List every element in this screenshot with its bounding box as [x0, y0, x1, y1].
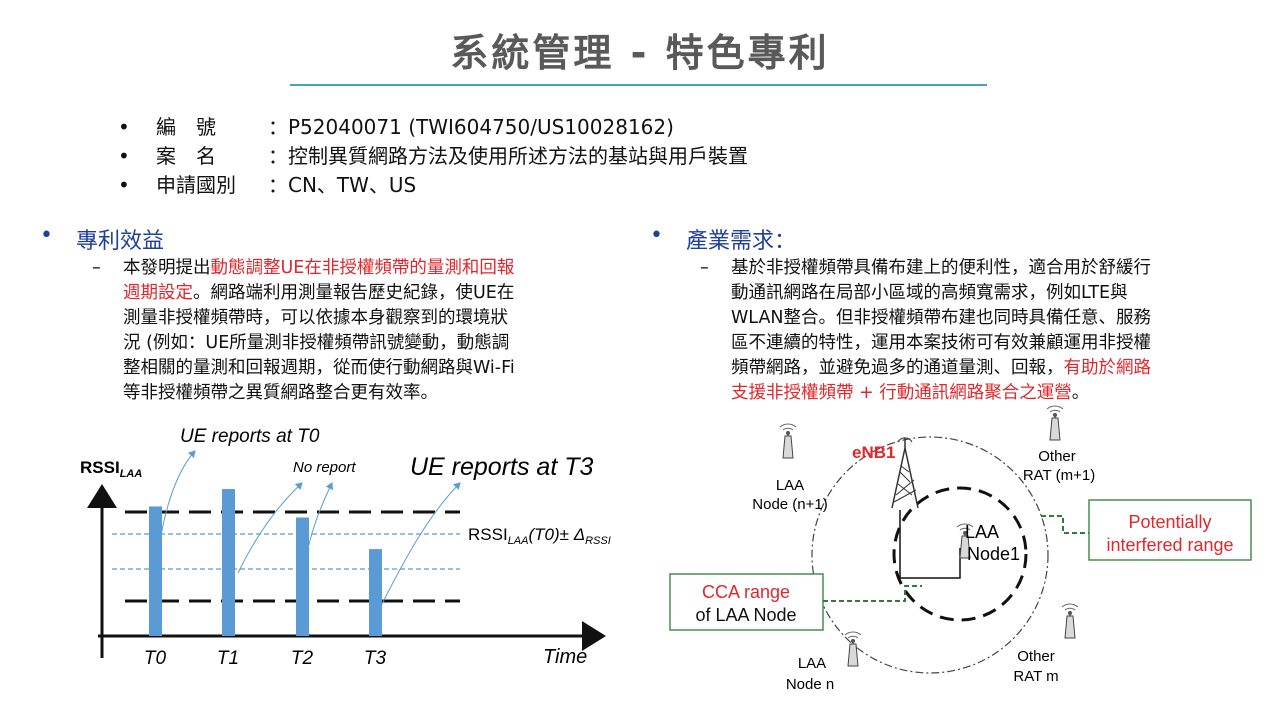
paragraph-line: 基於非授權頻帶具備布建上的便利性，適合用於舒緩行 — [731, 256, 1151, 281]
body-text: 等非授權頻帶之異質網路整合更有效率。 — [123, 383, 438, 403]
other-m-label-2: RAT m — [1013, 668, 1058, 685]
bar-t0 — [149, 506, 162, 636]
bars-group — [149, 489, 382, 636]
pir-connector — [1041, 515, 1089, 534]
body-text: 區不連續的特性，運用本案技術可有效兼顧運用非授權 — [731, 333, 1151, 353]
info-item-name: 案 名 ：控制異質網路方法及使用所述方法的基站與用戶裝置 — [118, 142, 748, 171]
body-text: 。網路端利用測量報告歷史紀錄，使UE在 — [193, 283, 515, 303]
callout-arrow-t1 — [237, 482, 303, 574]
x-tick-labels: T0 T1 T2 T3 — [144, 648, 387, 669]
info-value: ：P52040071 (TWI604750/US10028162) — [268, 115, 674, 139]
body-text: 。 — [1071, 383, 1090, 403]
other-m1-label-1: Other — [1038, 448, 1076, 465]
paragraph-line: 週期設定。網路端利用測量報告歷史紀錄，使UE在 — [123, 281, 515, 306]
heading-text: 產業需求： — [686, 229, 797, 254]
laa-node1-label-2: Node1 — [967, 544, 1020, 564]
title-divider — [290, 84, 987, 86]
tower-link-line — [899, 510, 961, 579]
potentially-interfered-box — [1088, 499, 1252, 561]
callout-arrow-t2 — [299, 482, 333, 599]
body-text: 頻帶網路，並避免過多的通道量測、回報， — [731, 358, 1064, 378]
paragraph-lines: 基於非授權頻帶具備布建上的便利性，適合用於舒緩行動通訊網路在局部小區域的高頻寬需… — [731, 256, 1151, 406]
heading-text: 專利效益 — [76, 229, 165, 254]
x-tick-label: T3 — [364, 648, 387, 669]
body-text: 基於非授權頻帶具備布建上的便利性，適合用於舒緩行 — [731, 258, 1151, 278]
other-m1-label-2: RAT (m+1) — [1023, 467, 1095, 484]
enb-tower-icon — [891, 437, 919, 509]
cca-connector — [823, 585, 922, 602]
cca-label-1: CCA range — [702, 582, 790, 602]
callout-arrow-t0 — [154, 450, 196, 584]
body-text: 本發明提出 — [123, 258, 211, 278]
ue-t0-label: UE reports at T0 — [180, 426, 320, 447]
threshold-lines — [112, 510, 460, 603]
paragraph-line: 等非授權頻帶之異質網路整合更有效率。 — [123, 381, 515, 406]
paragraph-line: 支援非授權頻帶 + 行動通訊網路聚合之運營。 — [731, 381, 1151, 406]
other-rat-m1-antenna-icon — [1046, 405, 1064, 441]
paragraph-line: 區不連續的特性，運用本案技術可有效兼顧運用非授權 — [731, 331, 1151, 356]
highlight-text: 支援非授權頻帶 + 行動通訊網路聚合之運營 — [731, 383, 1072, 403]
rssi-chart: RSSILAA T0 T1 T2 T3 Time UE reports at T0 N… — [80, 426, 611, 669]
bullet-icon: • — [40, 223, 53, 248]
info-value: ：CN、TW、US — [268, 173, 417, 197]
laa-n-label-1: LAA — [798, 655, 826, 672]
body-text: 動通訊網路在局部小區域的高頻寬需求，例如LTE與 — [731, 283, 1128, 303]
bullet-icon: • — [650, 223, 663, 248]
interfered-range-circle — [811, 436, 1049, 674]
paragraph-line: 頻帶網路，並避免過多的通道量測、回報，有助於網路 — [731, 356, 1151, 381]
dash-marker: – — [92, 258, 101, 278]
threshold-label: RSSILAA(T0)± ΔRSSI — [468, 525, 611, 547]
highlight-text: 有助於網路 — [1063, 358, 1152, 378]
patent-info-list: 編 號 ：P52040071 (TWI604750/US10028162) 案 名… — [118, 113, 748, 200]
ue-t3-label: UE reports at T3 — [410, 453, 593, 481]
callout-arrow-t3 — [379, 482, 461, 609]
laa-node1-label-1: LAA — [965, 522, 999, 542]
paragraph-line: 整相關的量測和回報週期，從而使行動網路與Wi-Fi — [123, 356, 515, 381]
body-text: 測量非授權頻帶時，可以依據本身觀察到的環境狀 — [123, 308, 508, 328]
paragraph-line: 測量非授權頻帶時，可以依據本身觀察到的環境狀 — [123, 306, 515, 331]
laa-n1-label-1: LAA — [776, 477, 804, 494]
dash-marker: – — [700, 258, 709, 278]
x-tick-label: T1 — [217, 648, 239, 669]
no-report-label: No report — [293, 459, 356, 476]
laa-n-label-2: Node n — [786, 676, 834, 693]
laa-node-n1-antenna-icon — [779, 423, 797, 459]
info-value: ：控制異質網路方法及使用所述方法的基站與用戶裝置 — [268, 144, 748, 168]
info-label: 申請國別 — [156, 173, 236, 197]
info-label: 編 號 — [156, 115, 216, 139]
y-axis-label: RSSILAA — [80, 458, 142, 480]
page-title: 系統管理 - 特色專利 — [450, 31, 830, 75]
enb-label: eNB1 — [852, 443, 895, 462]
info-item-country: 申請國別 ：CN、TW、US — [118, 171, 748, 200]
other-m-label-1: Other — [1017, 648, 1055, 665]
body-text: 況 (例如：UE所量測非授權頻帶訊號變動，動態調 — [123, 333, 510, 353]
highlight-text: 動態調整UE在非授權頻帶的量測和回報 — [210, 258, 515, 278]
highlight-text: 週期設定 — [123, 283, 193, 303]
bar-t1 — [222, 489, 235, 636]
x-tick-label: T2 — [291, 648, 314, 669]
body-text: 整相關的量測和回報週期，從而使行動網路與Wi-Fi — [123, 358, 515, 378]
cca-range-circle — [892, 486, 1028, 622]
cca-label-2: of LAA Node — [695, 605, 796, 625]
paragraph-line: 況 (例如：UE所量測非授權頻帶訊號變動，動態調 — [123, 331, 515, 356]
info-item-number: 編 號 ：P52040071 (TWI604750/US10028162) — [118, 113, 748, 142]
paragraph-line: WLAN整合。但非授權頻帶布建也同時具備任意、服務 — [731, 306, 1151, 331]
x-axis-label: Time — [543, 646, 587, 668]
paragraph-lines: 本發明提出動態調整UE在非授權頻帶的量測和回報週期設定。網路端利用測量報告歷史紀… — [123, 256, 515, 406]
pir-label-2: interfered range — [1106, 535, 1233, 555]
x-tick-label: T0 — [144, 648, 167, 669]
paragraph-line: 本發明提出動態調整UE在非授權頻帶的量測和回報 — [123, 256, 515, 281]
paragraph-line: 動通訊網路在局部小區域的高頻寬需求，例如LTE與 — [731, 281, 1151, 306]
bar-t3 — [369, 549, 382, 636]
laa-n1-label-2: Node (n+1) — [752, 496, 827, 513]
pir-label-1: Potentially — [1128, 512, 1211, 532]
info-label: 案 名 — [156, 144, 216, 168]
other-rat-m-antenna-icon — [1061, 603, 1079, 639]
network-diagram: eNB1 LAA Node1 LAA Node (n+1) Other RAT … — [669, 405, 1252, 693]
body-text: WLAN整合。但非授權頻帶布建也同時具備任意、服務 — [731, 308, 1152, 328]
